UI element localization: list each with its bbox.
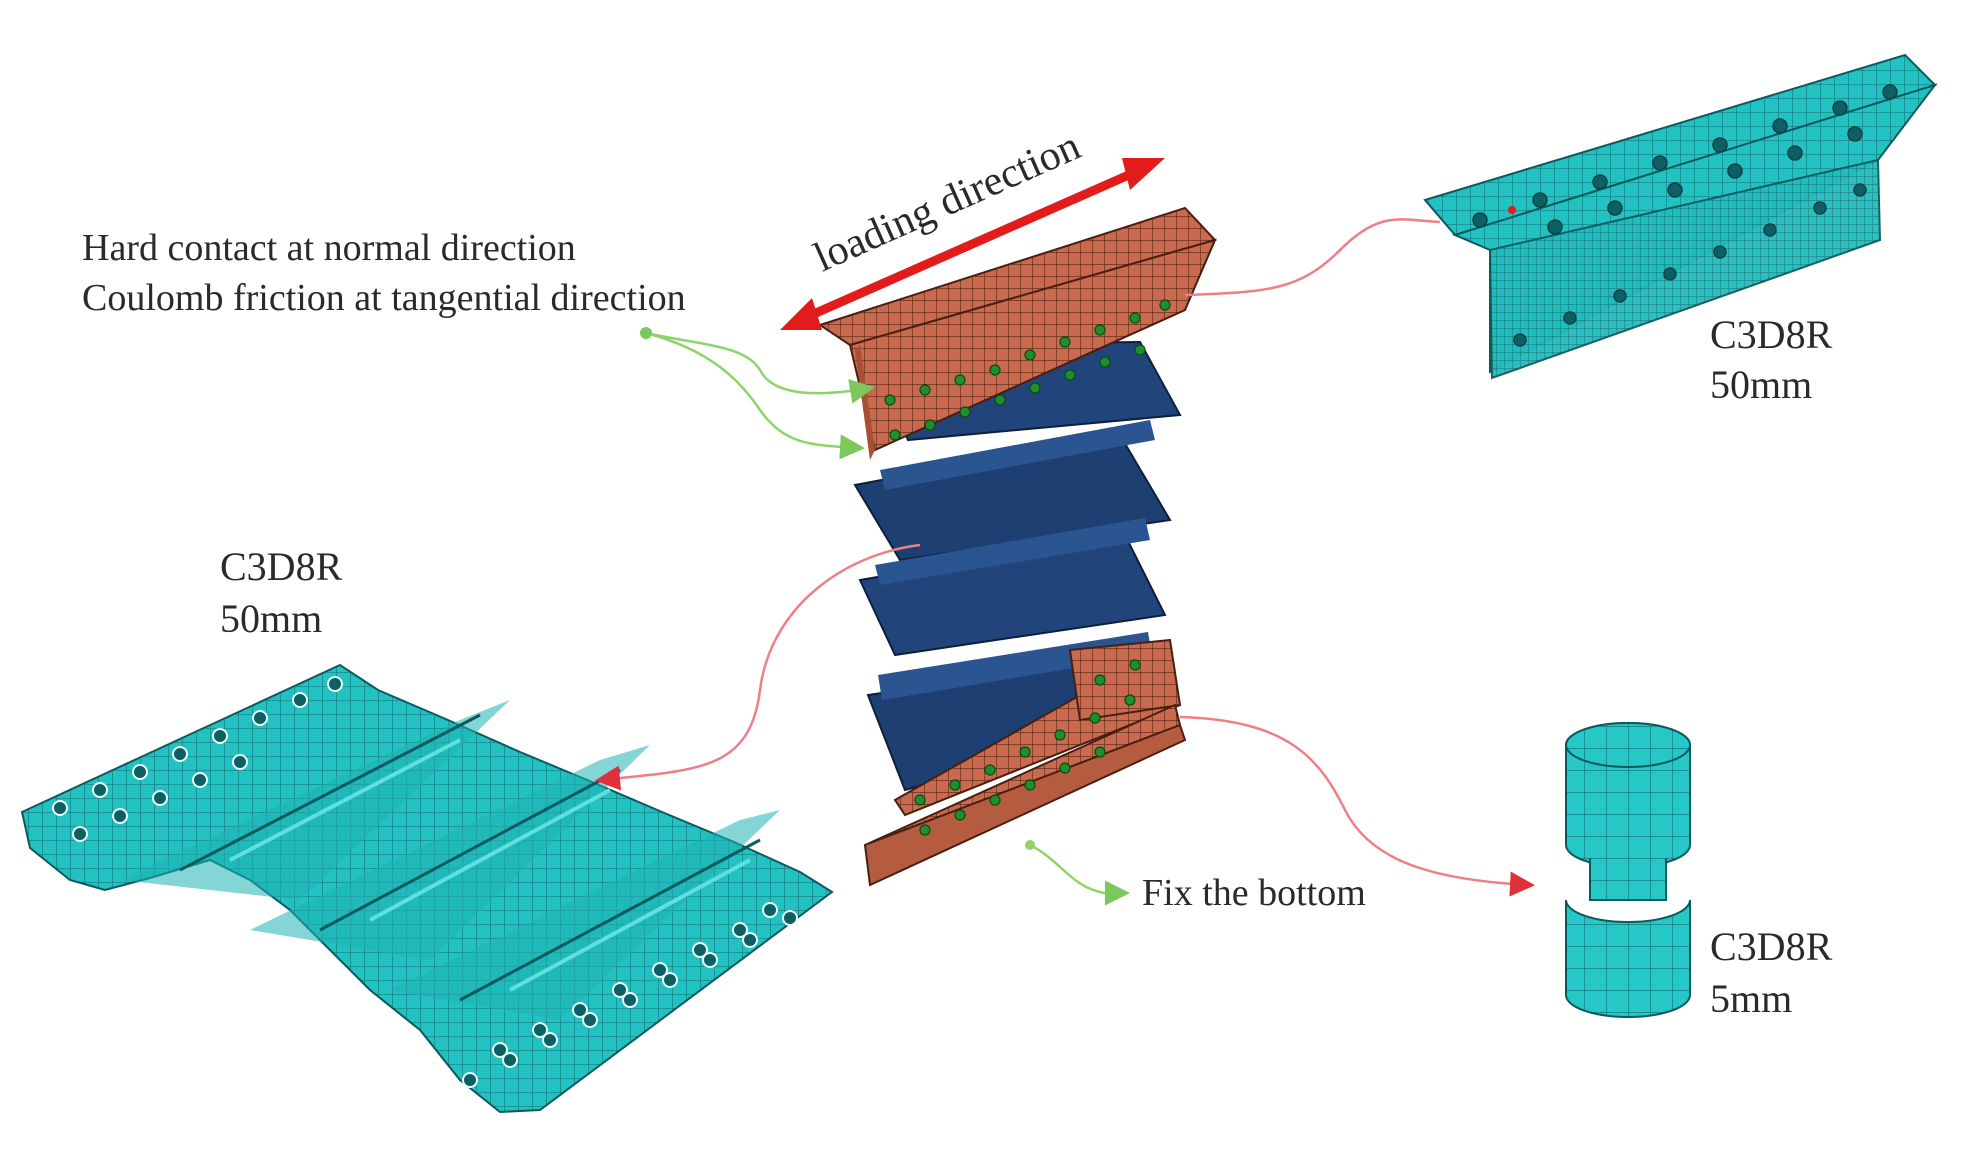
leader-contact-bottom (645, 331, 865, 460)
plate-element-type: C3D8R (220, 544, 343, 589)
leader-fix (1029, 843, 1130, 906)
bottom-flange (863, 638, 1187, 887)
contact-label-line1: Hard contact at normal direction (82, 227, 576, 269)
angle-element-type: C3D8R (1710, 312, 1833, 357)
angle-mesh-size: 50mm (1710, 362, 1812, 407)
plate-bolt-holes-right (462, 902, 798, 1088)
leader-plate (595, 543, 921, 791)
assembled-specimen (780, 158, 1217, 887)
leader-bolt (1179, 715, 1535, 897)
bolt-element-type: C3D8R (1710, 924, 1833, 969)
leader-contact-top (645, 331, 875, 404)
plate-bolt-holes-left (52, 676, 343, 842)
bolt-model (1565, 722, 1691, 1018)
top-flange (817, 206, 1217, 460)
leader-lines (595, 218, 1535, 906)
loading-direction-arrow (780, 158, 1165, 330)
fix-bottom-label: Fix the bottom (1142, 872, 1366, 914)
leader-angle (1184, 218, 1441, 297)
contact-label-line2: Coulomb friction at tangential direction (82, 277, 686, 319)
angle-part-model (1423, 53, 1938, 380)
corrugated-plate-model (20, 663, 834, 1114)
plate-mesh-size: 50mm (220, 596, 322, 641)
bolt-mesh-size: 5mm (1710, 976, 1792, 1021)
angle-bolt-holes (1472, 84, 1898, 347)
